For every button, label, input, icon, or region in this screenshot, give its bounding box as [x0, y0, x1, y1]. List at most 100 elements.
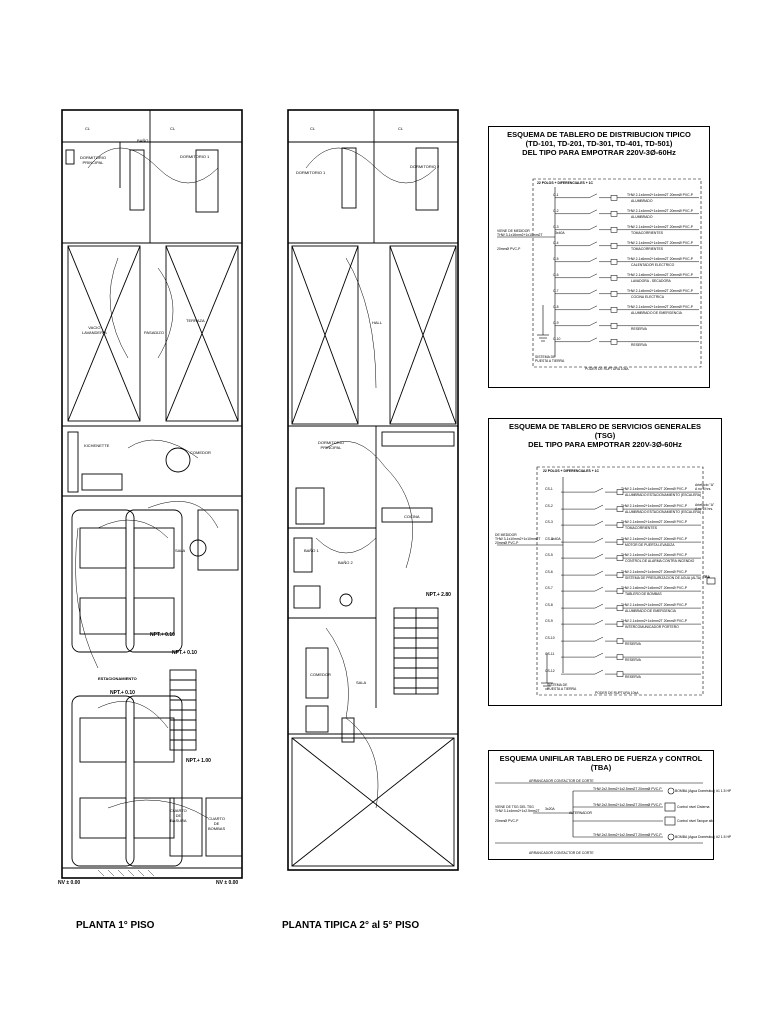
circuit-id: C-3 — [553, 224, 559, 229]
circuit-cable: THW 2-1x4mm2+1x4mm2T 20mmØ PVC-P — [627, 224, 693, 229]
circuit-load: ALUMBRADO ESTACIONAMIENTO (ESCALERA) — [625, 509, 702, 514]
tba-load-2: Control nivel Cisterna — [677, 805, 710, 809]
tsg-feeder-1: DE MEDIDOR — [495, 533, 517, 537]
panel-tsg: ESQUEMA DE TABLERO DE SERVICIOS GENERALE… — [488, 418, 722, 706]
p1-room-cuarto-bombas: CUARTO DE BOMBAS — [208, 816, 226, 831]
floor-plan-2 — [287, 109, 459, 871]
p1-room-comedor: COMEDOR — [190, 450, 211, 455]
circuit-load: TOMACORRIENTES — [631, 246, 663, 251]
td-main-breaker: 3x40A — [555, 231, 565, 235]
tba-load-4: BOMBA (Agua Doméstica) #2 1.5 HP — [675, 835, 732, 839]
circuit-cable: THW 2-1x6mm2+1x6mm2T 20mmØ PVC-P — [621, 586, 687, 591]
p1-level-1: NPT.+ 0.10 — [150, 632, 175, 638]
tba-top-note: ARRANCADOR CONTACTOR DE CORTE — [529, 779, 594, 783]
circuit-load: MOTOR DE PUERTA LEVADIZA — [625, 542, 675, 547]
p2-room-dormitorio-principal: DORMITORIO PRINCIPAL — [318, 440, 344, 450]
circuit-breaker-symbol — [561, 586, 701, 594]
circuit-id: CS-1 — [545, 487, 553, 492]
circuit-breaker-symbol — [561, 520, 701, 528]
circuit-cable: THW 2-1x6mm2+1x6mm2T 20mmØ PVC-P — [627, 288, 693, 293]
circuit-cable: THW 2-1x4mm2+1x4mm2T 20mmØ PVC-P — [627, 208, 693, 213]
panel-td-title: ESQUEMA DE TABLERO DE DISTRIBUCION TIPIC… — [507, 130, 691, 157]
p1-room-estacionamiento: ESTACIONAMIENTO — [98, 676, 137, 681]
circuit-breaker-symbol — [555, 241, 699, 249]
circuit-breaker-symbol — [555, 337, 699, 345]
circuit-cable: THW 2-1x6mm2+1x6mm2T 20mmØ PVC-P — [627, 256, 693, 261]
circuit-id: C-4 — [553, 240, 559, 245]
p2-room-sala: SALA — [356, 680, 367, 685]
circuit-breaker-symbol — [555, 193, 699, 201]
tba-feeder-3: 20mmØ PVC-P — [495, 819, 519, 823]
td-feeder-1: VIENE DE MEDIDOR — [497, 229, 530, 233]
tba-main-breaker: 3x20A — [545, 807, 555, 811]
p1-room-dormitorio-1: DORMITORIO 1 — [180, 154, 210, 159]
circuit-id: CS-3 — [545, 520, 553, 525]
circuit-breaker-symbol — [555, 257, 699, 265]
p2-room-bano-2: BAÑO 2 — [338, 560, 353, 565]
tsg-bus-note: 22 POLOS + DIFERENCIALES + 1C — [543, 469, 599, 473]
td-bus-note: 22 POLOS + DIFERENCIALES + 1C — [537, 181, 593, 185]
p1-room-pasadizo: PASADIZO — [144, 330, 164, 335]
circuit-load: COCINA ELECTRICA — [631, 294, 664, 299]
p1-level-5: NV ± 0.00 — [58, 880, 81, 886]
circuit-breaker-symbol — [561, 603, 701, 611]
panel-td: ESQUEMA DE TABLERO DE DISTRIBUCION TIPIC… — [488, 126, 710, 388]
circuit-cable: THW 2-1x4mm2+1x4mm2T 20mmØ PVC-P — [621, 536, 687, 541]
p1-room-dormitorio-principal: DORMITORIO PRINCIPAL — [80, 155, 106, 165]
circuit-id: CS-8 — [545, 602, 553, 607]
panel-tsg-title: ESQUEMA DE TABLERO DE SERVICIOS GENERALE… — [509, 422, 701, 449]
td-ground-2: PUESTA A TIERRA — [535, 359, 565, 363]
p1-room-cuarto-basura: CUARTO DE BASURA — [170, 808, 187, 823]
tsg-side-note-2: A no 8 hrs. — [695, 487, 712, 491]
tsg-side-note-1: Artefacto "A" — [695, 483, 715, 487]
p1-room-terraza: TERRAZA — [186, 318, 205, 323]
circuit-id: C-5 — [553, 256, 559, 261]
panel-td-schematic — [497, 178, 702, 368]
p2-room-bano-1: BAÑO 1 — [304, 548, 319, 553]
tsg-capacity: PODER DE RUPTURA 10kA — [595, 691, 639, 695]
circuit-load: CONTROL DE ALARMA CONTRA INCENDIO — [625, 559, 695, 564]
circuit-id: CS-10 — [545, 635, 555, 640]
circuit-cable: THW 2-1x4mm2+1x4mm2T 20mmØ PVC-P — [621, 487, 687, 492]
p1-room-cl-1: CL — [85, 126, 91, 131]
circuit-breaker-symbol — [561, 487, 701, 495]
td-ground-1: SISTEMA DE — [535, 355, 556, 359]
circuit-cable: THW 2-1x4mm2+1x4mm2T 20mmØ PVC-P — [621, 553, 687, 558]
circuit-id: C-6 — [553, 272, 559, 277]
p1-room-cl-2: CL — [170, 126, 176, 131]
p2-room-cocina: COCINA — [404, 514, 420, 519]
circuit-cable: THW 2-1x4mm2+1x4mm2T 20mmØ PVC-P — [621, 520, 687, 525]
circuit-id: C-9 — [553, 320, 559, 325]
circuit-breaker-symbol — [555, 289, 699, 297]
p2-room-cl-1: CL — [310, 126, 316, 131]
circuit-cable: THW 2-1x4mm2+1x4mm2T 20mmØ PVC-P — [627, 304, 693, 309]
tsg-side-note-3: Artefacto "A" — [695, 503, 715, 507]
p1-level-6: NV ± 0.00 — [216, 880, 239, 886]
circuit-breaker-symbol — [561, 537, 701, 545]
circuit-load: LAVADORA - SECADORA — [631, 278, 671, 283]
circuit-load: ALUMBRADO DE EMERGENCIA — [631, 310, 682, 315]
circuit-load: RESERVA — [625, 641, 641, 646]
tsg-side-note-4: A no 24 hrs. — [695, 507, 714, 511]
circuit-id: CS-12 — [545, 668, 555, 673]
p1-room-kichenette: KICHENETTE — [84, 443, 110, 448]
plan-2-label: PLANTA TIPICA 2° al 5° PISO — [282, 920, 420, 931]
circuit-breaker-symbol — [555, 321, 699, 329]
circuit-load: RESERVA — [631, 342, 647, 347]
circuit-load: TOMACORRIENTES — [631, 230, 663, 235]
td-feeder-2: THW 3-1x16mm2+1x10mm2T — [497, 233, 543, 237]
circuit-breaker-symbol — [561, 553, 701, 561]
circuit-id: CS-9 — [545, 619, 553, 624]
tsg-side-note-tba: TBA — [703, 575, 710, 579]
